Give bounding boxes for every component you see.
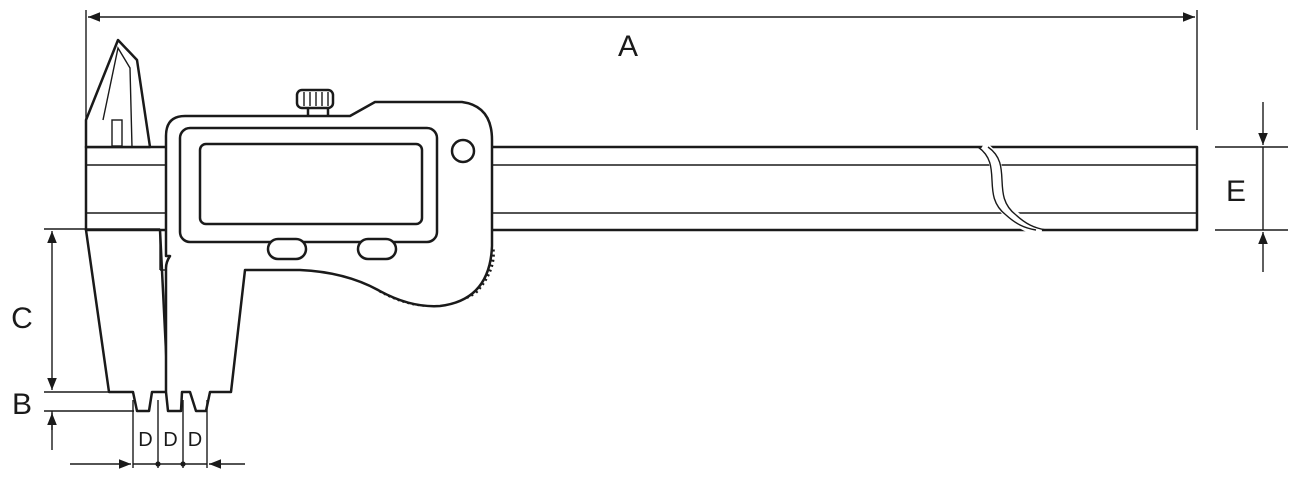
dimension-a: A xyxy=(85,10,1198,130)
dimension-b: B xyxy=(12,388,134,450)
dimension-label-b: B xyxy=(12,388,32,421)
upper-inside-jaw xyxy=(84,38,152,149)
fixed-jaw xyxy=(84,38,170,413)
beam-break-symbol xyxy=(977,141,1047,236)
dimension-label-c: C xyxy=(11,302,33,335)
zero-button xyxy=(266,237,308,261)
unit-button xyxy=(356,237,398,261)
dimension-e: E xyxy=(1215,102,1288,272)
dimension-d: D D D xyxy=(70,400,245,469)
dimension-dot-d-1 xyxy=(155,461,161,467)
slider-head xyxy=(159,88,495,413)
lower-outside-jaw xyxy=(84,228,170,413)
dimension-c: C xyxy=(11,228,160,390)
dimension-dot-d-2 xyxy=(180,461,186,467)
dimension-label-d-3: D xyxy=(188,429,202,451)
dimension-label-d-2: D xyxy=(163,429,177,451)
lcd-screen xyxy=(198,142,424,226)
dimension-label-a: A xyxy=(618,30,638,63)
dimension-label-d-1: D xyxy=(138,429,152,451)
locking-screw xyxy=(450,138,476,164)
thumb-roller xyxy=(295,88,335,110)
dimension-label-e: E xyxy=(1226,175,1246,208)
